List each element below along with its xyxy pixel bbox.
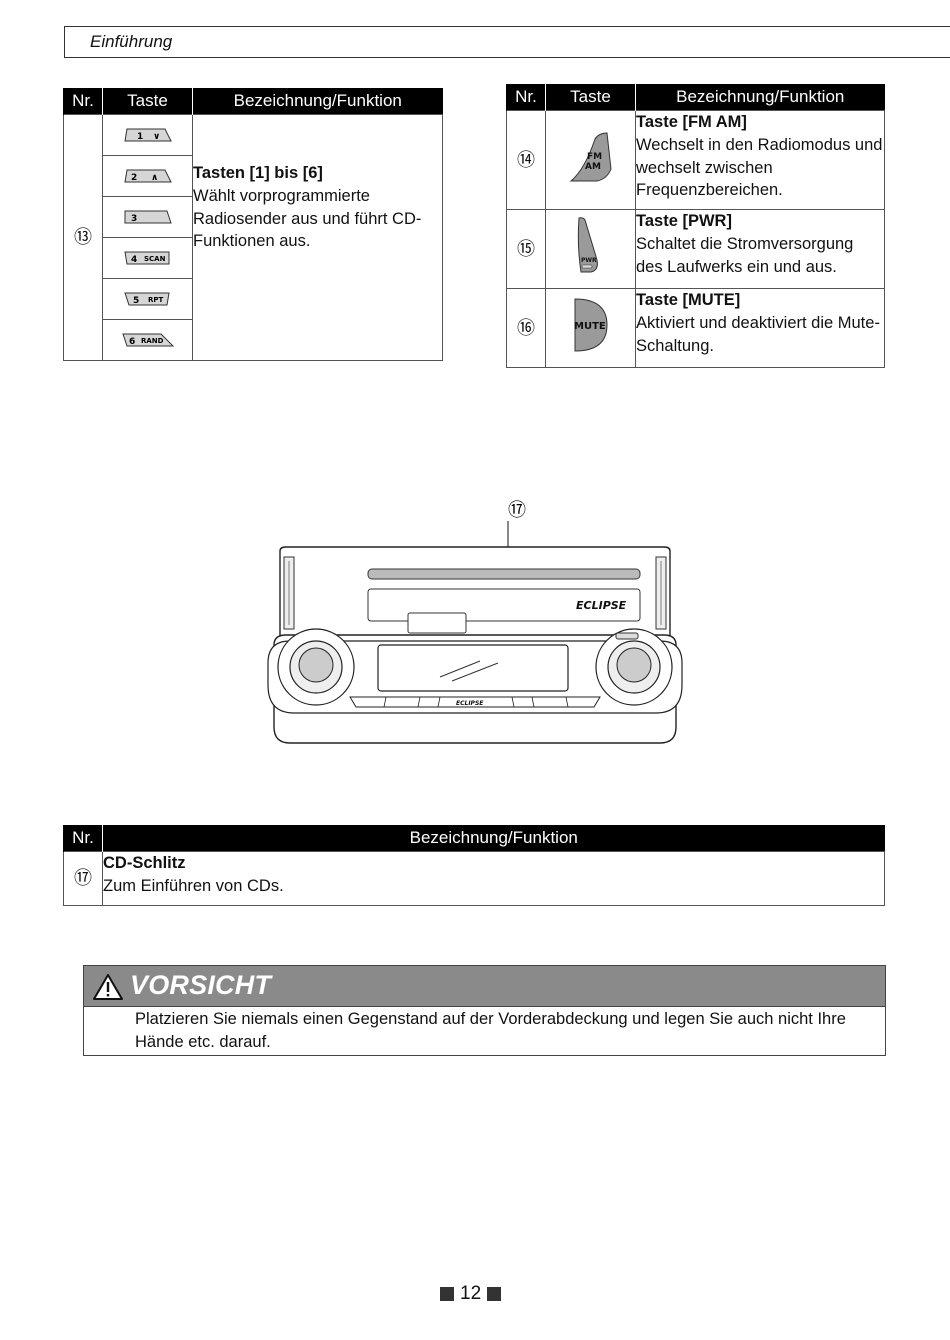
preset-4-cell: 4 SCAN: [102, 237, 193, 279]
mute-description: Taste [MUTE] Aktiviert und deaktiviert d…: [635, 288, 885, 368]
table-header-row: Nr. Taste Bezeichnung/Funktion: [506, 84, 885, 111]
svg-text:RAND: RAND: [141, 337, 164, 345]
preset-6-icon: 6 RAND: [121, 333, 174, 347]
square-marker-icon: [440, 1287, 454, 1301]
caution-box: VORSICHT Platzieren Sie niemals einen Ge…: [83, 965, 886, 1056]
caution-title: VORSICHT: [130, 970, 272, 1000]
col-taste: Taste: [102, 88, 193, 115]
row-number: ⑬: [63, 114, 103, 361]
warning-triangle-icon: [93, 974, 123, 1000]
svg-text:AM: AM: [585, 162, 601, 172]
pwr-description: Taste [PWR] Schaltet die Stromversorgung…: [635, 209, 885, 289]
page-number: 12: [440, 1283, 502, 1305]
svg-text:PWR: PWR: [581, 257, 597, 264]
cd-slot-text: Zum Einführen von CDs.: [103, 876, 284, 895]
svg-text:MUTE: MUTE: [574, 321, 606, 332]
svg-text:FM: FM: [587, 152, 602, 162]
pwr-cell: PWR: [545, 209, 636, 289]
preset-5-cell: 5 RPT: [102, 278, 193, 320]
page-number-value: 12: [460, 1283, 482, 1304]
svg-text:∧: ∧: [151, 173, 158, 183]
table-row: ⑮ PWR Taste [PWR] Schaltet die Stromvers…: [506, 209, 885, 289]
brand-logo: ECLIPSE: [576, 599, 627, 612]
fm-am-title: Taste [FM AM]: [636, 113, 747, 131]
svg-text:4: 4: [131, 255, 137, 265]
svg-text:6: 6: [129, 337, 135, 347]
cd-slot-title: CD-Schlitz: [103, 854, 186, 872]
cd-slot-callout: ⑰: [508, 500, 526, 521]
col-taste: Taste: [545, 84, 636, 111]
table-header-row: Nr. Bezeichnung/Funktion: [63, 825, 885, 852]
col-function: Bezeichnung/Funktion: [192, 88, 443, 115]
col-nr: Nr.: [506, 84, 546, 111]
preset-description: Tasten [1] bis [6] Wählt vorprogrammiert…: [192, 114, 443, 361]
mute-title: Taste [MUTE]: [636, 291, 741, 309]
table-header-row: Nr. Taste Bezeichnung/Funktion: [63, 88, 443, 115]
preset-text: Wählt vorprogrammierte Radiosender aus u…: [193, 186, 422, 251]
col-nr: Nr.: [63, 88, 103, 115]
caution-header: VORSICHT: [84, 966, 885, 1007]
mute-cell: MUTE: [545, 288, 636, 368]
preset-4-icon: 4 SCAN: [123, 251, 169, 265]
brand-logo-small: ECLIPSE: [456, 700, 484, 707]
col-function: Bezeichnung/Funktion: [635, 84, 885, 111]
col-function: Bezeichnung/Funktion: [102, 825, 885, 852]
cd-slot-table: Nr. Bezeichnung/Funktion ⑰ CD-Schlitz Zu…: [63, 825, 885, 906]
table-row: ⑯ MUTE Taste [MUTE] Aktiviert und deakti…: [506, 288, 885, 368]
row-number: ⑰: [63, 851, 103, 906]
svg-text:5: 5: [133, 296, 139, 306]
fm-am-cell: FM AM: [545, 110, 636, 210]
svg-text:1: 1: [137, 132, 143, 142]
svg-text:SCAN: SCAN: [144, 255, 166, 263]
function-buttons-table: Nr. Taste Bezeichnung/Funktion ⑭ FM AM T…: [506, 84, 885, 368]
pwr-text: Schaltet die Stromversorgung des Laufwer…: [636, 234, 854, 276]
preset-1-icon: 1 ∨: [123, 128, 172, 142]
fm-am-button-icon: FM AM: [569, 132, 612, 182]
svg-text:2: 2: [131, 173, 137, 183]
svg-text:3: 3: [131, 214, 137, 224]
fm-am-text: Wechselt in den Radiomodus und wechselt …: [636, 135, 883, 200]
preset-2-icon: 2 ∧: [123, 169, 172, 183]
svg-text:RPT: RPT: [148, 296, 164, 304]
square-marker-icon: [487, 1287, 502, 1301]
preset-6-cell: 6 RAND: [102, 319, 193, 361]
row-number: ⑮: [506, 209, 546, 289]
mute-text: Aktiviert und deaktiviert die Mute-Schal…: [636, 313, 880, 355]
section-title: Einführung: [90, 32, 173, 51]
pwr-title: Taste [PWR]: [636, 212, 732, 230]
caution-text: Platzieren Sie niemals einen Gegenstand …: [135, 1010, 846, 1051]
table-row: ⑬ 1 ∨ Tasten [1] bis [6] Wählt vorprogra…: [63, 114, 443, 361]
head-unit-illustration: ⑰ ECLIPSE ECLIPSE: [267, 500, 683, 744]
preset-3-icon: 3: [124, 210, 172, 224]
preset-3-cell: 3: [102, 196, 193, 238]
preset-buttons-table: Nr. Taste Bezeichnung/Funktion ⑬ 1 ∨ Tas…: [63, 88, 443, 361]
preset-2-cell: 2 ∧: [102, 155, 193, 197]
svg-text:∨: ∨: [153, 132, 160, 142]
fm-am-description: Taste [FM AM] Wechselt in den Radiomodus…: [635, 110, 885, 210]
row-number: ⑭: [506, 110, 546, 210]
table-row: ⑭ FM AM Taste [FM AM] Wechselt in den Ra…: [506, 110, 885, 210]
col-nr: Nr.: [63, 825, 103, 852]
preset-5-icon: 5 RPT: [123, 292, 170, 306]
row-number: ⑯: [506, 288, 546, 368]
pwr-button-icon: PWR: [577, 216, 598, 273]
mute-button-icon: MUTE: [574, 298, 608, 352]
preset-title: Tasten [1] bis [6]: [193, 163, 323, 182]
preset-1-cell: 1 ∨: [102, 114, 193, 156]
section-header: Einführung: [64, 26, 950, 58]
cd-slot-description: CD-Schlitz Zum Einführen von CDs.: [102, 851, 885, 906]
table-row: ⑰ CD-Schlitz Zum Einführen von CDs.: [63, 851, 885, 906]
